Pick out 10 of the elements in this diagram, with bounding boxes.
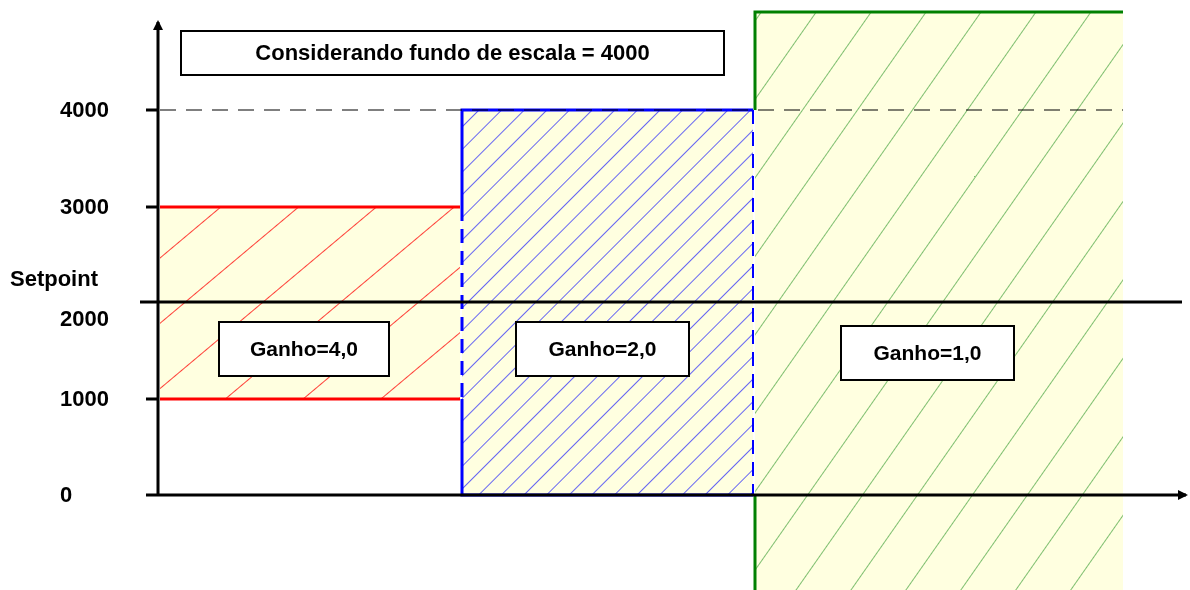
axis-label: 3000 (60, 194, 109, 220)
gain-box: Ganho=1,0 (840, 325, 1015, 381)
axis-label: 4000 (60, 97, 109, 123)
gain-box: Ganho=4,0 (218, 321, 390, 377)
axis-label: 1000 (60, 386, 109, 412)
axis-label: 0 (60, 482, 73, 508)
gain-box: Ganho=2,0 (515, 321, 690, 377)
note-box: Considerando fundo de escala = 4000 (180, 30, 725, 76)
axis-label: Setpoint (10, 266, 98, 292)
axis-label: 2000 (60, 306, 109, 332)
